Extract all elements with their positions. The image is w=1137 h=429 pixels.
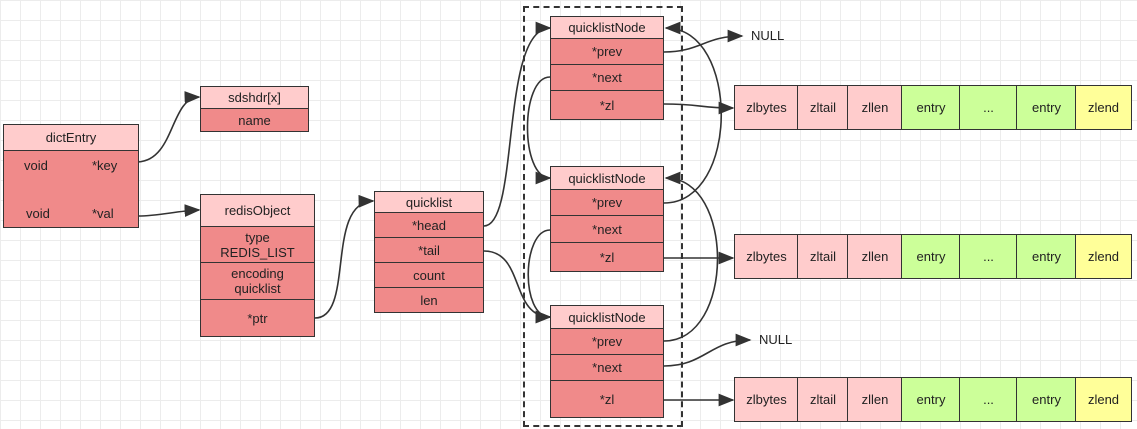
quicklist-head: *head: [374, 212, 484, 238]
dictentry-body: [3, 150, 139, 228]
node3-prev: *prev: [550, 328, 664, 355]
ziplist-3-zlbytes: zlbytes: [734, 377, 799, 422]
ziplist-2-zltail: zltail: [797, 234, 849, 279]
quicklist-tail: *tail: [374, 237, 484, 263]
node1-title: quicklistNode: [550, 16, 664, 39]
null-label-bottom: NULL: [759, 332, 793, 347]
ziplist-1-zltail: zltail: [797, 85, 849, 130]
arrow-node3-next-null: [663, 333, 752, 367]
arrow-node2-prev-node1: [663, 21, 722, 204]
ziplist-2-entry-first: entry: [901, 234, 961, 279]
sdshdr-name: name: [200, 108, 309, 132]
redisobject-type-value: REDIS_LIST: [220, 244, 295, 260]
node1-next: *next: [550, 64, 664, 91]
node2-next: *next: [550, 215, 664, 243]
ziplist-3-zlend: zlend: [1075, 377, 1132, 422]
arrow-node3-prev-node2: [663, 171, 719, 342]
redisobject-type-label: type: [245, 229, 270, 245]
dictentry-title: dictEntry: [3, 124, 139, 151]
arrow-node1-next-node2: [526, 76, 552, 185]
quicklist-len: len: [374, 287, 484, 313]
arrow-head-to-node1: [483, 21, 552, 227]
ziplist-2-zlend: zlend: [1075, 234, 1132, 279]
node1-prev: *prev: [550, 38, 664, 65]
ziplist-1-ellipsis: ...: [959, 85, 1018, 130]
redisobject-type: type REDIS_LIST: [200, 226, 315, 263]
ziplist-2-zlbytes: zlbytes: [734, 234, 799, 279]
node3-next: *next: [550, 354, 664, 381]
dictentry-val: *val: [92, 206, 114, 221]
dictentry-val-type: void: [26, 206, 50, 221]
node2-zl: *zl: [550, 242, 664, 272]
redisobject-encoding-label: encoding: [231, 266, 284, 281]
dictentry-title-text: dictEntry: [45, 130, 97, 145]
ziplist-3-entry-last: entry: [1016, 377, 1077, 422]
arrow-key-to-sdshdr: [137, 91, 201, 163]
node3-title: quicklistNode: [550, 305, 664, 329]
quicklistnode-group: [523, 6, 683, 427]
arrow-ptr-to-quicklist: [314, 194, 375, 319]
redisobject-encoding: encoding quicklist: [200, 262, 315, 300]
dictentry-key: *key: [92, 158, 118, 173]
ziplist-2-zllen: zllen: [847, 234, 903, 279]
arrow-node1-zl: [663, 101, 735, 115]
redisobject-ptr: *ptr: [200, 299, 315, 337]
arrow-val-to-redisobject: [137, 204, 201, 217]
arrow-node2-next-node3: [527, 229, 552, 324]
ziplist-1-entry-first: entry: [901, 85, 961, 130]
ziplist-1-zlbytes: zlbytes: [734, 85, 799, 130]
null-label-top: NULL: [751, 28, 785, 43]
ziplist-3-zllen: zllen: [847, 377, 903, 422]
node1-zl: *zl: [550, 90, 664, 120]
ziplist-2-ellipsis: ...: [959, 234, 1018, 279]
redisobject-encoding-value: quicklist: [234, 281, 281, 296]
node2-prev: *prev: [550, 189, 664, 216]
ziplist-1-entry-last: entry: [1016, 85, 1077, 130]
node3-zl: *zl: [550, 380, 664, 418]
quicklist-title: quicklist: [374, 191, 484, 213]
ziplist-1-zllen: zllen: [847, 85, 903, 130]
arrow-node1-prev-null: [663, 29, 744, 53]
redisobject-title: redisObject: [200, 194, 315, 227]
ziplist-2-entry-last: entry: [1016, 234, 1077, 279]
dictentry-key-type: void: [24, 158, 48, 173]
ziplist-3-entry-first: entry: [901, 377, 961, 422]
ziplist-3-zltail: zltail: [797, 377, 849, 422]
sdshdr-title: sdshdr[x]: [200, 86, 309, 109]
ziplist-1-zlend: zlend: [1075, 85, 1132, 130]
quicklist-count: count: [374, 262, 484, 288]
ziplist-3-ellipsis: ...: [959, 377, 1018, 422]
node2-title: quicklistNode: [550, 166, 664, 190]
